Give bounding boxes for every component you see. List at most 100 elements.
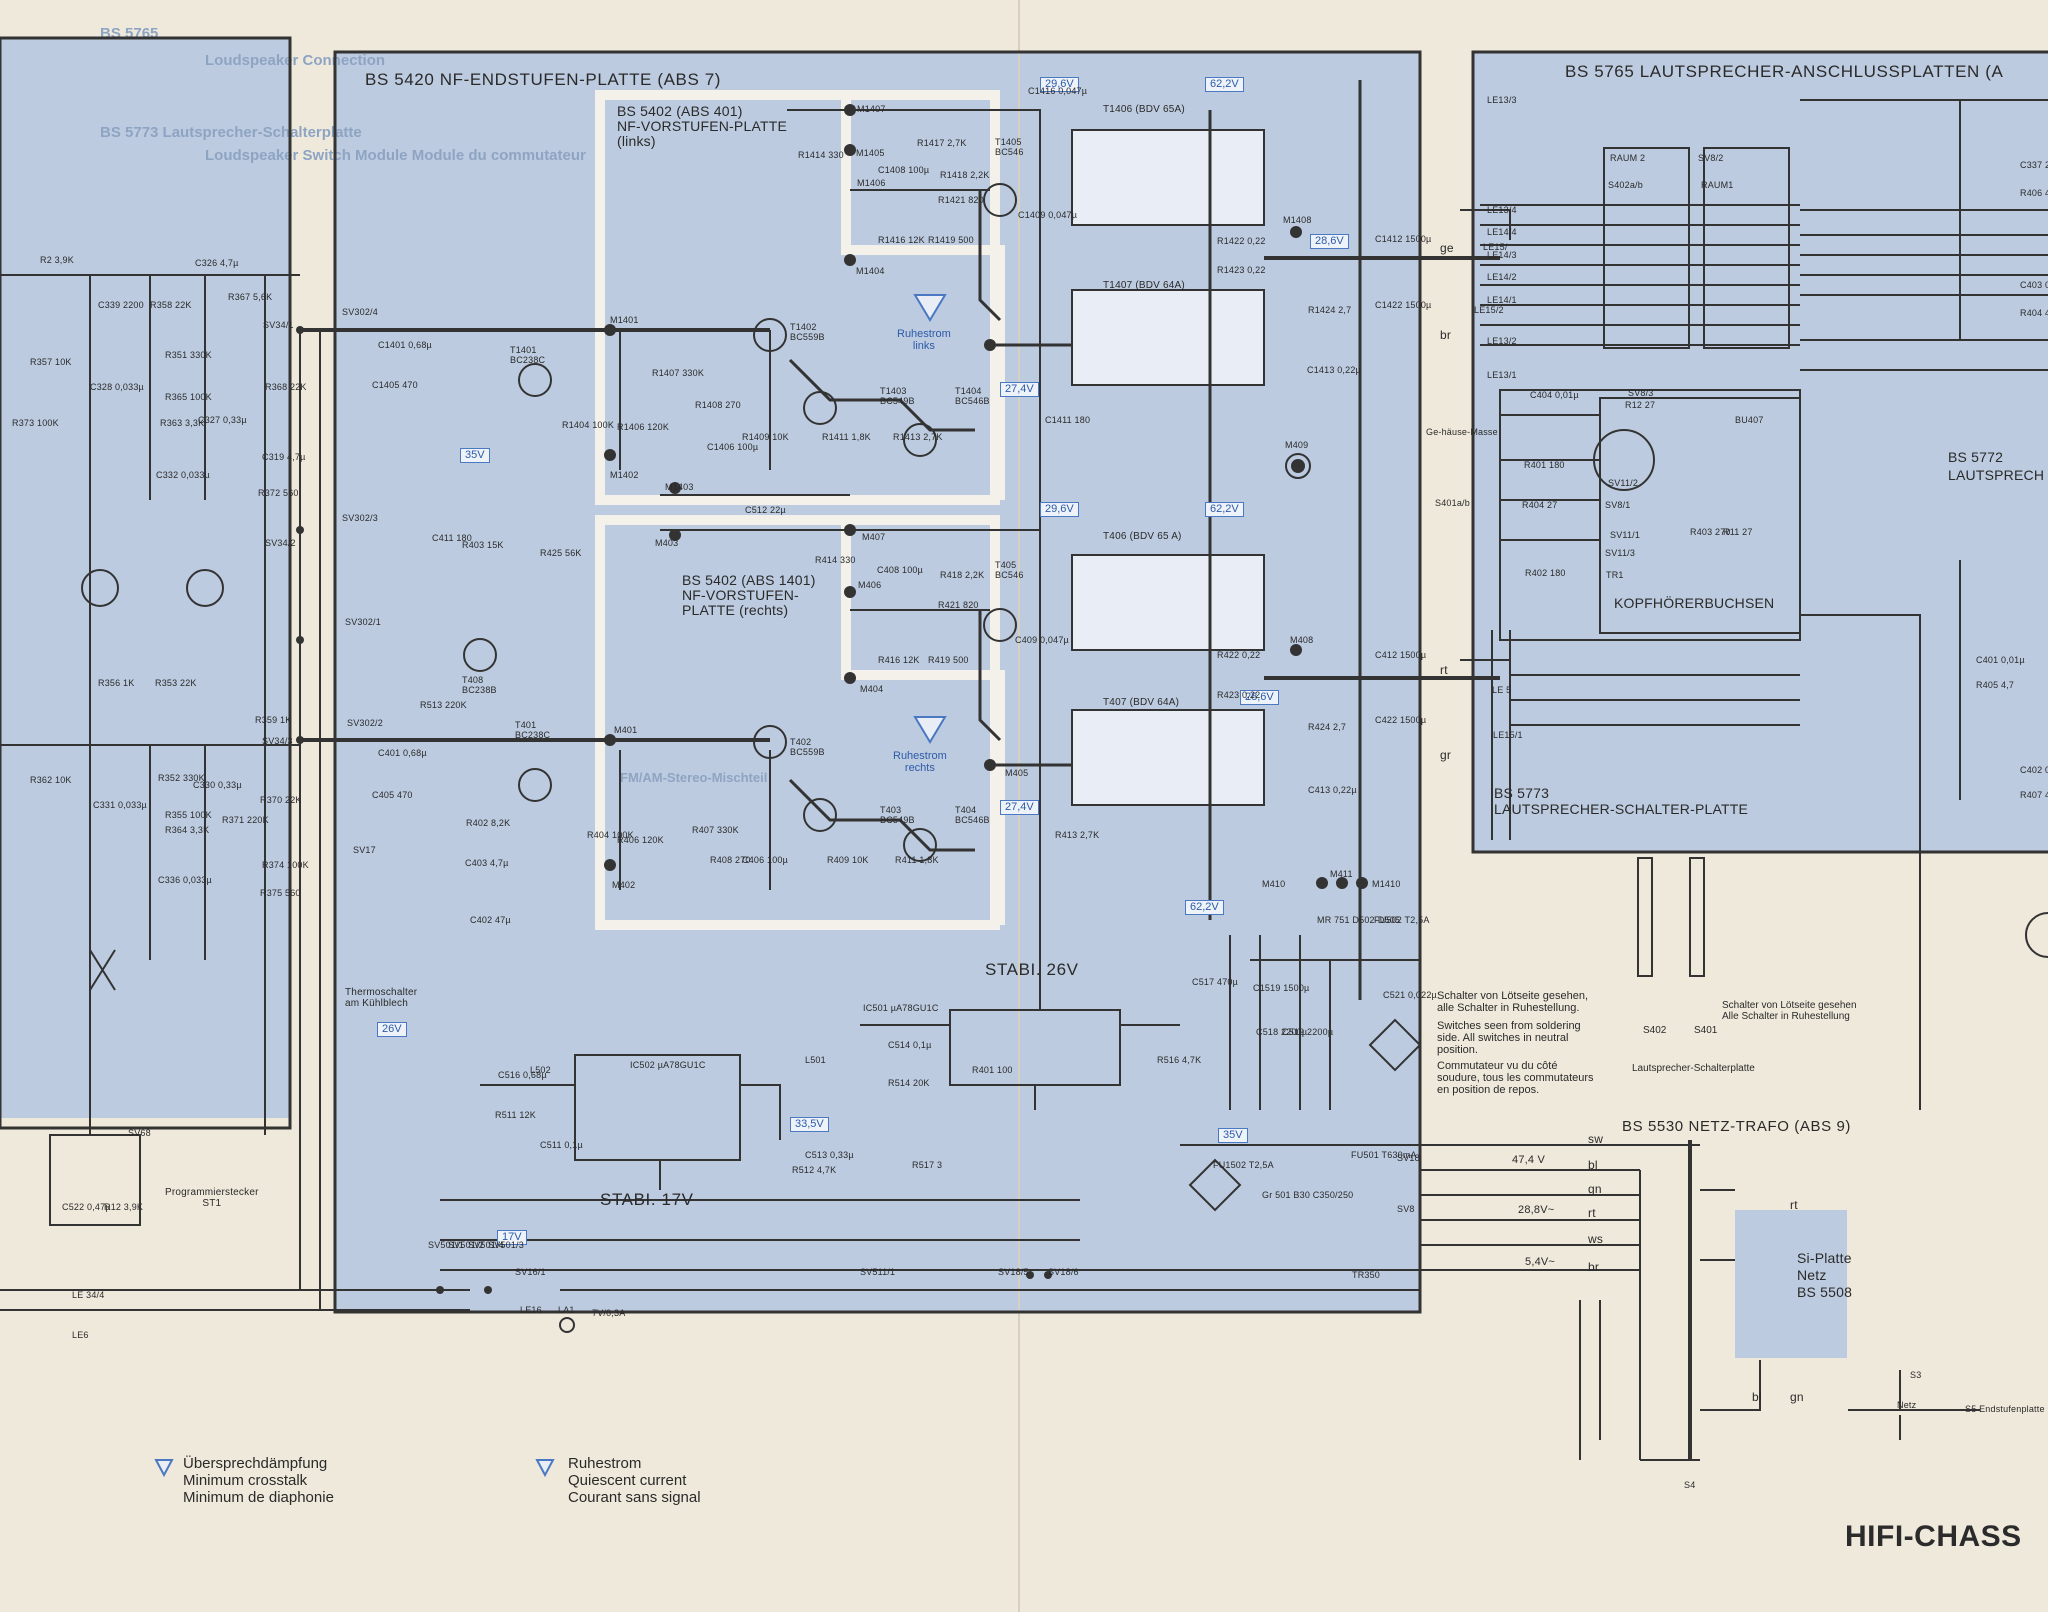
node-label: M409 [1285,440,1309,450]
node-label: SV8/2 [1698,153,1724,163]
component-label: C517 470µ [1192,977,1239,987]
node-label: SV8/1 [1605,500,1631,510]
wire-label: gn [1588,1182,1602,1196]
voltage-tag: 29,6V [1040,502,1079,517]
transistor-label: T1407 (BDV 64A) [1103,280,1185,291]
component-label: R371 220K [222,815,269,825]
node-label: SV34/2 [265,538,296,548]
node-label: LE15/1 [1493,730,1523,740]
component-label: R363 3,3K [160,418,205,428]
brand-hifi-chassis: HIFI-CHASS [1845,1520,2022,1553]
component-label: R353 22K [155,678,197,688]
voltage-tag: 29,6V [1040,77,1079,92]
component-label: R403 15K [462,540,504,550]
component-label: FU501 T630mA [1351,1150,1417,1160]
legend-quiescent: Ruhestrom Quiescent current Courant sans… [568,1455,701,1506]
component-label: C518 2200µ [1256,1027,1308,1037]
component-label: R425 56K [540,548,582,558]
node-label: M406 [858,580,882,590]
component-label: C516 0,68µ [498,1070,547,1080]
component-label: C401 0,68µ [378,748,427,758]
si-platte-panel [1735,1210,1847,1358]
node-label: M405 [1005,768,1029,778]
node-label: LE6 [72,1330,89,1340]
node-label: SV18/6 [1048,1267,1079,1277]
node-label: M1410 [1372,879,1401,889]
bs5772-title: BS 5772 LAUTSPRECH [1948,449,2045,483]
component-label: C1408 100µ [878,165,930,175]
component-label: R367 5,6K [228,292,273,302]
component-label: C319 4,7µ [262,452,306,462]
component-label: R1411 1,8K [822,432,871,442]
transistor-label: T1402 BC559B [790,322,825,342]
component-label: R370 22K [260,795,302,805]
node-label: Netz [1897,1400,1917,1410]
component-label: R418 2,2K [940,570,985,580]
voltage-tag: 28,6V [1240,690,1279,705]
node-label: SV8/3 [1628,388,1654,398]
component-label: MR 751 D502-D505 [1317,915,1401,925]
wire-label: br [1440,328,1452,342]
component-label: R357 10K [30,357,72,367]
node-label: SV302/3 [342,513,378,523]
component-label: R406 120K [617,835,664,845]
node-label: SV8 [1397,1204,1415,1214]
transistor-label: T1405 BC546 [995,137,1024,157]
component-label: C412 1500µ [1375,650,1427,660]
note-s401: S401 [1694,1025,1718,1036]
node-label: SV302/4 [342,307,378,317]
component-label: C514 0,1µ [888,1040,932,1050]
component-label: FU502 T2,5A [1374,915,1430,925]
component-label: C402 0,01µ [2020,765,2048,775]
node-label: M1404 [856,266,885,276]
component-label: C403 0,01µ [2020,280,2048,290]
trafo-voltage: 5,4V~ [1525,1256,1556,1268]
wire-label: ge [1440,241,1454,255]
component-label: R1424 2,7 [1308,305,1352,315]
ghost-header-2: Loudspeaker Connection [205,52,386,69]
component-label: R11 27 [1723,527,1753,537]
node-label: M410 [1262,879,1286,889]
component-label: R375 560 [260,888,301,898]
thermoschalter-label: Thermoschalter am Kühlblech [345,987,418,1009]
component-label: R1409 10K [742,432,789,442]
component-label: R1418 2,2K [940,170,990,180]
component-label: R359 1K [255,715,292,725]
wire-label: br [1588,1260,1600,1274]
component-label: C1519 1500µ [1253,983,1310,993]
node-label: M1402 [610,470,639,480]
component-label: C511 0,1µ [540,1140,583,1150]
component-label: R416 12K [878,655,920,665]
node-label: LE14/2 [1487,272,1517,282]
node-label: LE14/1 [1487,295,1517,305]
component-label: R402 180 [1525,568,1566,578]
component-label: C337 2200 [2020,160,2048,170]
component-label: R424 2,7 [1308,722,1347,732]
component-label: C1401 0,68µ [378,340,432,350]
node-label: M1401 [610,315,639,325]
node-label: S402a/b [1608,180,1643,190]
wire-label: rt [1790,1198,1798,1212]
node-label: SV511/1 [860,1267,896,1277]
component-label: R512 4,7K [792,1165,837,1175]
node-label: TR350 [1352,1270,1381,1280]
netztrafo-title: BS 5530 NETZ-TRAFO (ABS 9) [1622,1118,1851,1135]
transistor-label: T1401 BC238C [510,345,546,365]
node-label: M402 [612,880,636,890]
component-label: C411 180 [432,533,472,543]
component-label: R405 4,7 [1976,680,2015,690]
component-label: BU407 [1735,415,1764,425]
component-label: C406 100µ [742,855,789,865]
component-label: C513 0,33µ [805,1150,854,1160]
node-label: M403 [655,538,679,548]
component-label: R408 270 [710,855,751,865]
component-label: R413 2,7K [1055,830,1100,840]
component-label: R1406 120K [617,422,670,432]
node-label: SV501/1 [428,1240,464,1250]
node-label: LE13/3 [1487,95,1517,105]
voltage-tag: 35V [1218,1128,1248,1143]
node-label: SV11/3 [1605,548,1636,558]
component-label: C1409 0,047µ [1018,210,1078,220]
voltage-tag: 35V [460,448,490,463]
node-label: SV501/3 [488,1240,524,1250]
